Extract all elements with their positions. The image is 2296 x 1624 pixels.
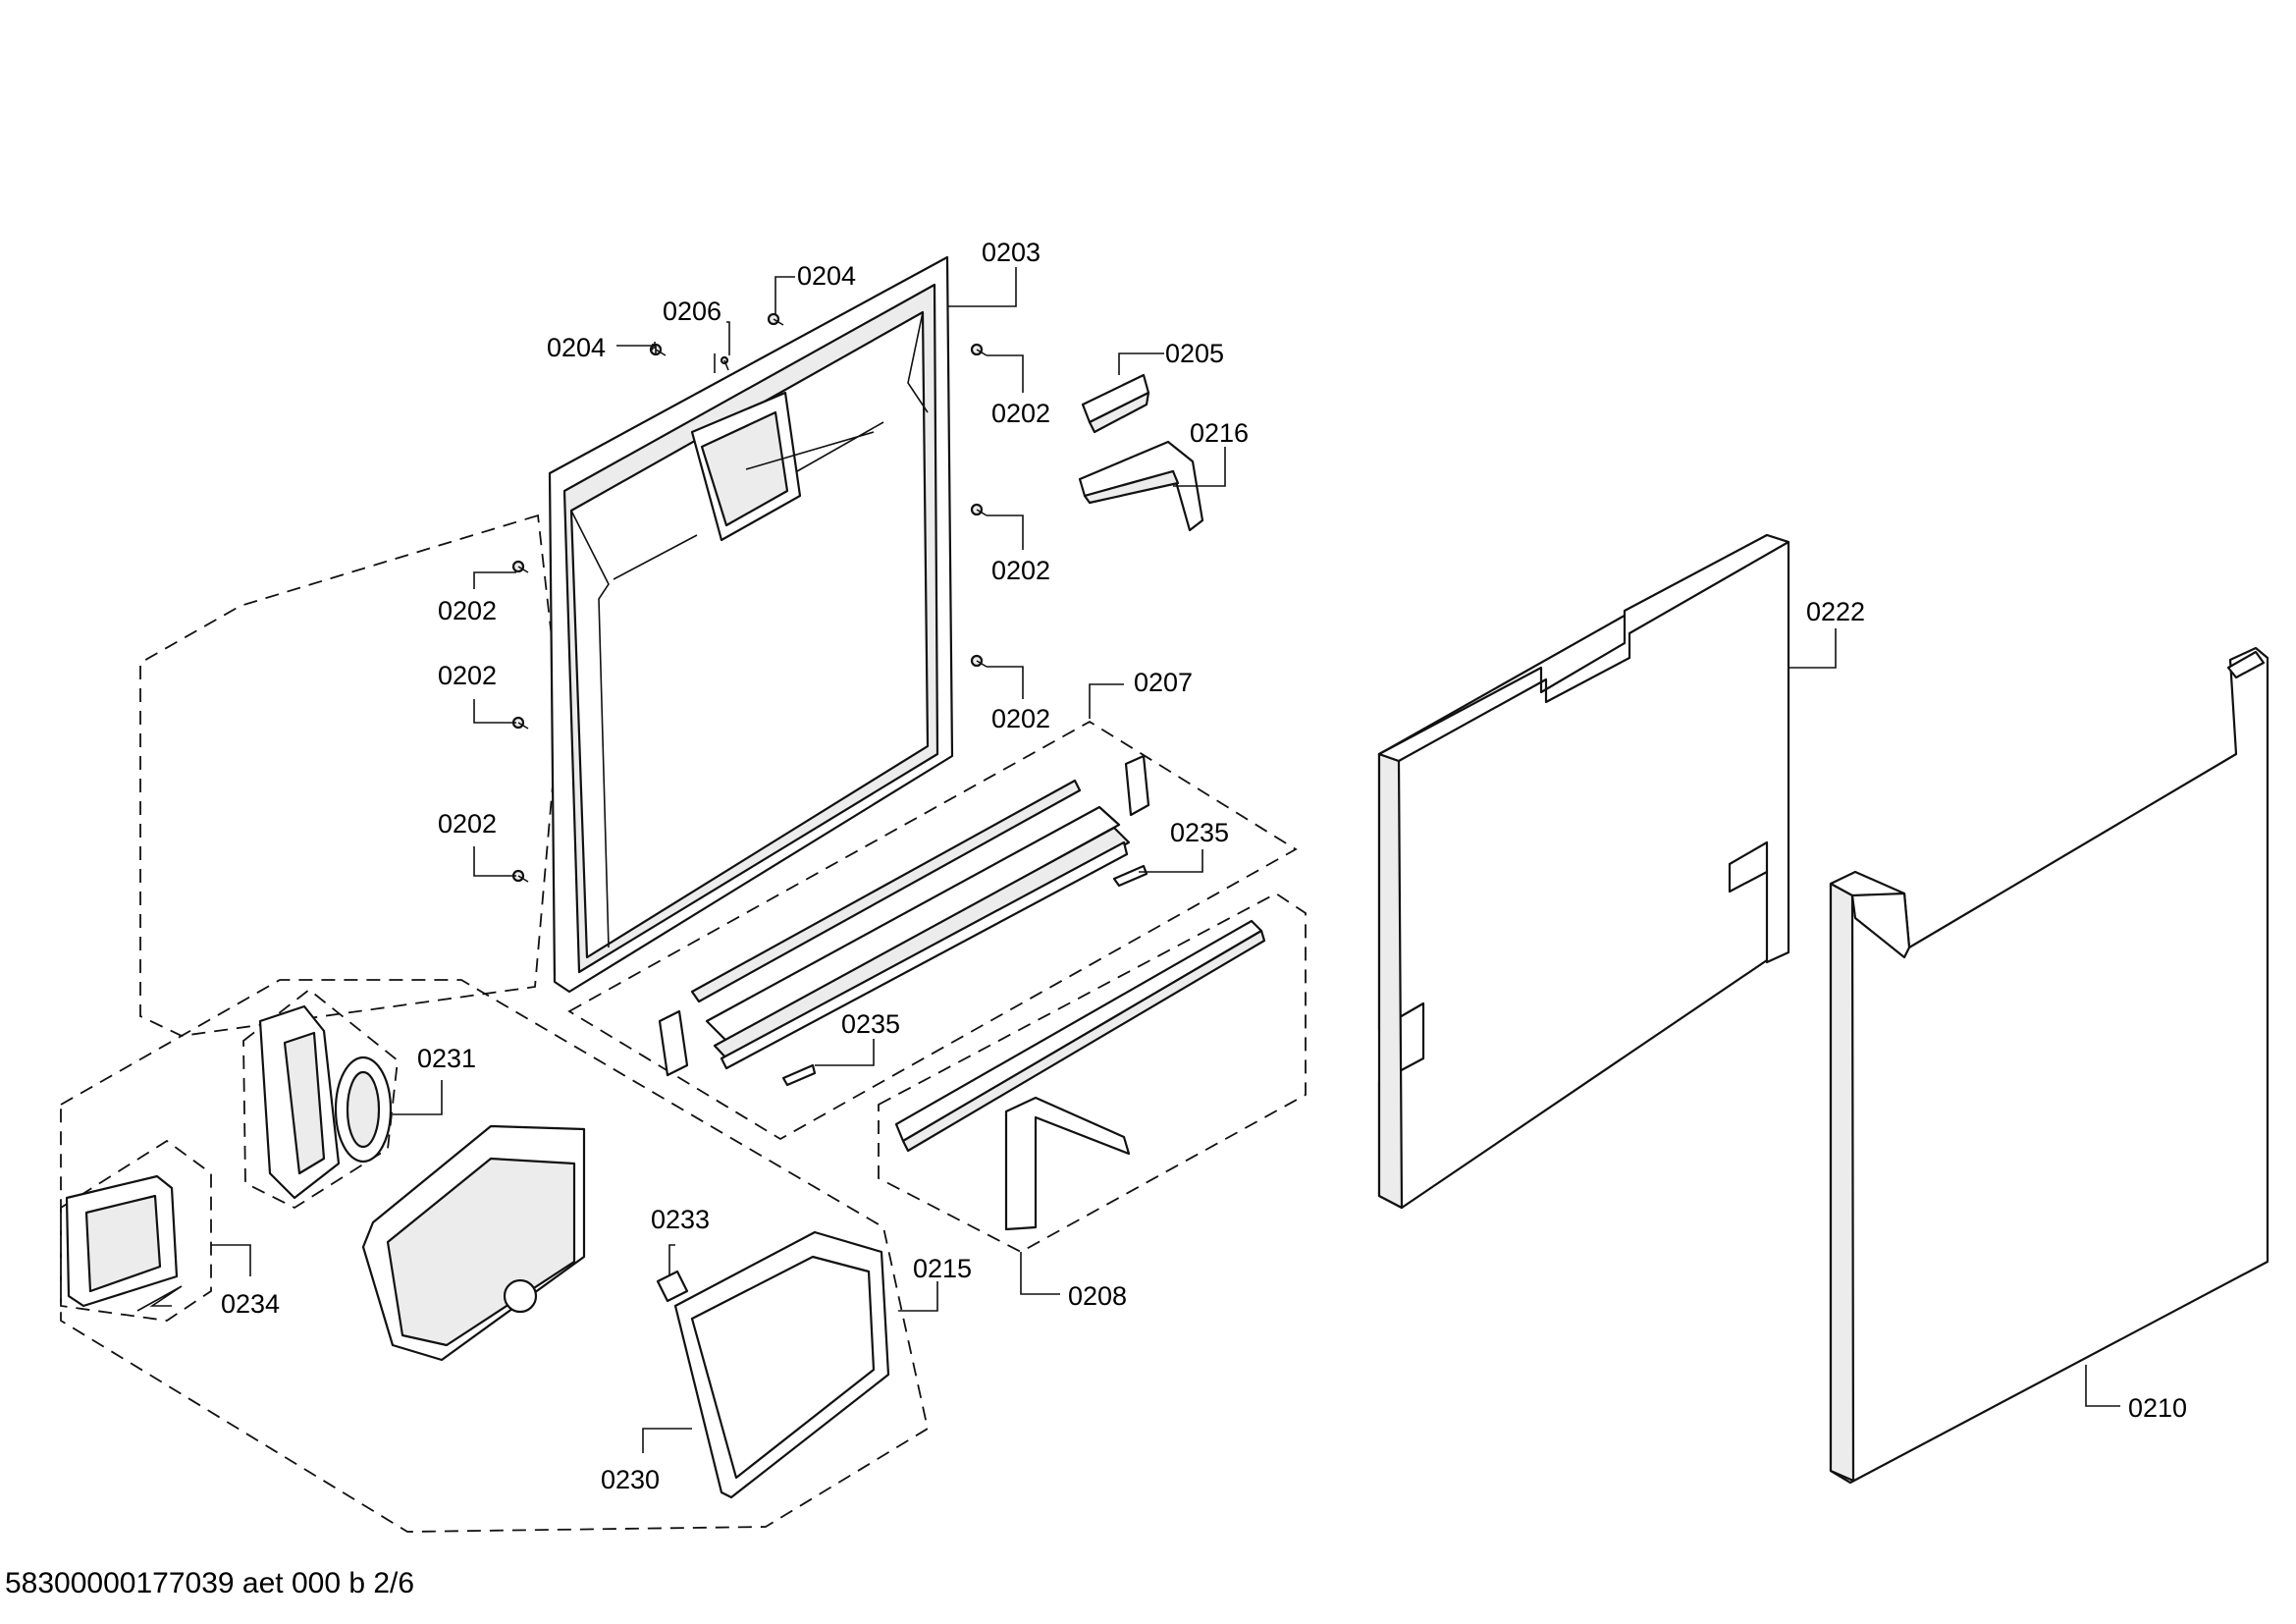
- label-0202: 0202: [991, 704, 1050, 733]
- handle-group-dashed-outline: [567, 720, 1298, 1141]
- label-0235: 0235: [841, 1009, 900, 1039]
- inner-door-frame: [548, 255, 954, 994]
- label-0230: 0230: [601, 1465, 660, 1494]
- outer-door-panel: [1829, 646, 2269, 1485]
- label-0202: 0202: [438, 809, 497, 839]
- label-0205: 0205: [1165, 339, 1224, 368]
- label-0207: 0207: [1134, 668, 1193, 697]
- insulation-panel: [1377, 533, 1790, 1210]
- bracket-parts: [894, 919, 1266, 1231]
- door-assembly-dashed-outline: [139, 514, 561, 1037]
- label-0222: 0222: [1806, 597, 1865, 626]
- handle-rail-parts: [658, 754, 1150, 1087]
- label-0202: 0202: [438, 661, 497, 690]
- label-0215: 0215: [913, 1254, 972, 1283]
- label-0206: 0206: [663, 297, 721, 326]
- label-0202: 0202: [438, 596, 497, 625]
- label-0202: 0202: [991, 556, 1050, 585]
- sensor-dashed-outline: [60, 1139, 212, 1322]
- label-0234: 0234: [221, 1289, 280, 1319]
- control-panel-dashed-outline: [60, 979, 930, 1533]
- leader-lines: [211, 267, 2120, 1453]
- label-0233: 0233: [651, 1205, 710, 1234]
- label-0210: 0210: [2128, 1393, 2187, 1423]
- label-0203: 0203: [982, 238, 1041, 267]
- label-0231: 0231: [417, 1044, 476, 1073]
- label-0204: 0204: [547, 333, 606, 362]
- label-0204: 0204: [797, 261, 856, 291]
- control-panel-parts: [65, 1004, 890, 1499]
- label-0202: 0202: [991, 399, 1050, 428]
- drawing-code: 58300000177039 aet 000 b 2/6: [5, 1567, 415, 1599]
- label-0216: 0216: [1190, 418, 1249, 448]
- label-0235: 0235: [1170, 818, 1229, 847]
- hinge-latch-parts: [1078, 373, 1204, 532]
- bracket-group-dashed-outline: [878, 892, 1307, 1254]
- label-0208: 0208: [1068, 1281, 1127, 1311]
- part-number-labels: 0203 0204 0206 0204 0205 0202 0216 0202 …: [221, 238, 2187, 1494]
